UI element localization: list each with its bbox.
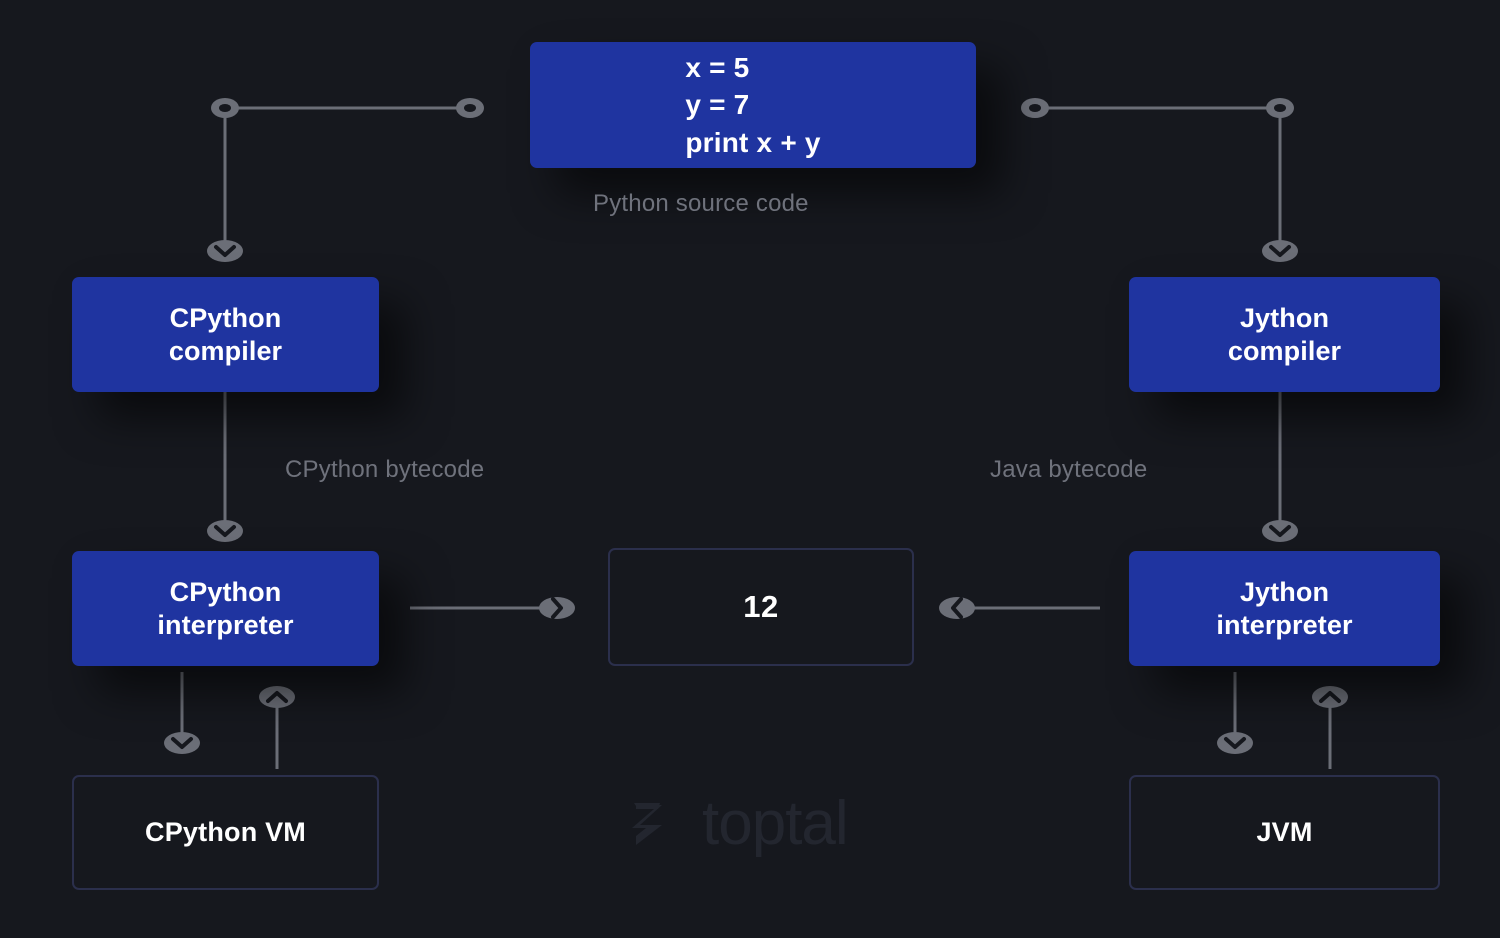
cpython-interpreter-label-line-1: CPython (169, 576, 282, 607)
toptal-chevron-logo-icon (632, 803, 662, 845)
cpython-interpreter-label-line-2: interpreter (157, 609, 294, 640)
source-code-caption: Python source code (593, 190, 809, 217)
jvm-box[interactable]: JVM (1129, 775, 1440, 890)
jython-compiler-box[interactable]: Jython compiler (1129, 277, 1440, 392)
python-source-code-box[interactable]: x = 5 y = 7 print x + y (530, 42, 976, 168)
cpython-interpreter-label: CPython interpreter (157, 576, 293, 642)
cpython-vm-box[interactable]: CPython VM (72, 775, 379, 890)
source-code-line-1: x = 5 (685, 51, 750, 83)
jython-interpreter-label-line-1: Jython (1239, 576, 1330, 607)
toptal-watermark-text: toptal (702, 789, 849, 858)
jython-interpreter-label: Jython interpreter (1216, 576, 1352, 642)
jython-interpreter-label-line-2: interpreter (1216, 609, 1353, 640)
cpython-compiler-label-line-2: compiler (168, 335, 283, 366)
cpython-vm-label: CPython VM (145, 817, 306, 847)
jython-compiler-label-line-1: Jython (1239, 302, 1330, 333)
result-box[interactable]: 12 (608, 548, 914, 666)
jython-compiler-label: Jython compiler (1228, 302, 1341, 368)
source-code-text: x = 5 y = 7 print x + y (685, 49, 820, 162)
source-code-line-3: print x + y (685, 126, 821, 158)
jython-compiler-label-line-2: compiler (1227, 335, 1342, 366)
cpython-bytecode-label: CPython bytecode (285, 456, 485, 483)
source-code-line-2: y = 7 (685, 89, 750, 121)
jython-interpreter-box[interactable]: Jython interpreter (1129, 551, 1440, 666)
java-bytecode-label: Java bytecode (990, 456, 1148, 483)
cpython-compiler-label-line-1: CPython (169, 302, 282, 333)
jvm-label: JVM (1256, 817, 1313, 847)
cpython-compiler-box[interactable]: CPython compiler (72, 277, 379, 392)
cpython-compiler-label: CPython compiler (169, 302, 282, 368)
result-value: 12 (743, 589, 779, 624)
toptal-watermark: toptal (632, 789, 849, 858)
cpython-interpreter-box[interactable]: CPython interpreter (72, 551, 379, 666)
